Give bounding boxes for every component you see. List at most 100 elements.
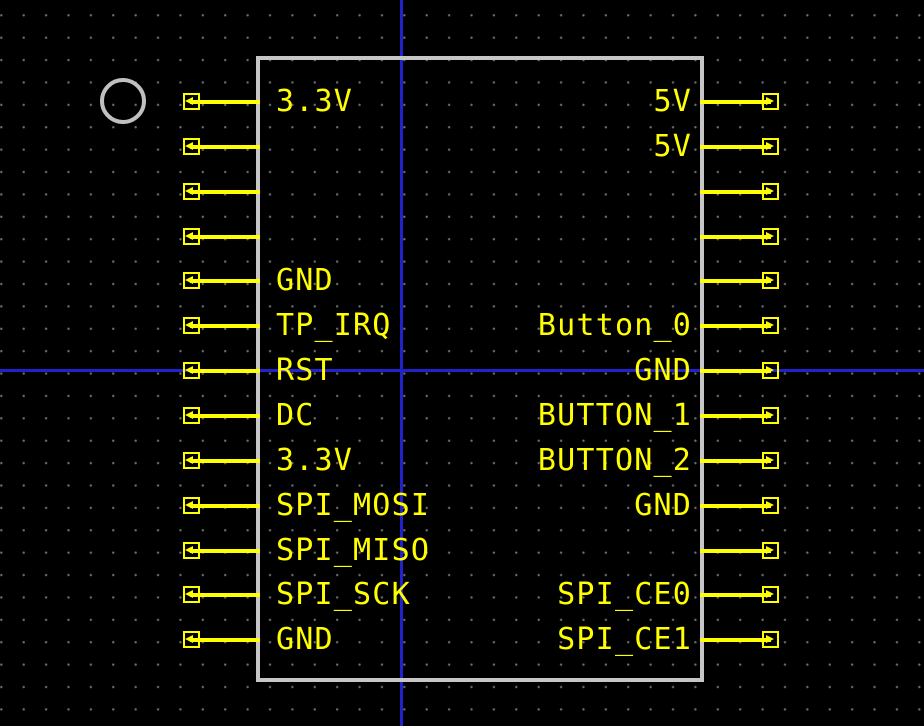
circle-marker[interactable] [100,78,146,124]
pin-label[interactable]: RST [276,353,334,388]
pin-arrow-right-icon [766,456,774,464]
pin-endpoint-icon[interactable] [762,272,779,289]
pin-label[interactable]: GND [634,353,692,388]
pin-label[interactable]: GND [276,622,334,657]
origin-crosshair-horizontal [0,369,924,372]
pin-label[interactable]: SPI_CE0 [557,577,692,612]
pin-endpoint-icon[interactable] [183,272,200,289]
pin-label[interactable]: 3.3V [276,443,354,478]
pin-wire[interactable] [700,369,771,373]
pin-wire[interactable] [190,638,260,642]
pin-wire[interactable] [190,414,260,418]
pin-wire[interactable] [190,145,260,149]
pin-endpoint-icon[interactable] [183,497,200,514]
pin-wire[interactable] [700,145,771,149]
pin-endpoint-icon[interactable] [762,183,779,200]
pin-arrow-right-icon [766,411,774,419]
pin-arrow-right-icon [766,97,774,105]
pin-arrow-right-icon [766,590,774,598]
pin-endpoint-icon[interactable] [183,138,200,155]
pin-label[interactable]: BUTTON_1 [537,398,692,433]
pin-arrow-right-icon [766,321,774,329]
pin-wire[interactable] [190,190,260,194]
pin-arrow-left-icon [185,187,193,195]
pin-wire[interactable] [190,279,260,283]
pin-arrow-right-icon [766,142,774,150]
pin-arrow-right-icon [766,635,774,643]
pin-endpoint-icon[interactable] [183,631,200,648]
pin-wire[interactable] [190,593,260,597]
pin-label[interactable]: 3.3V [276,84,354,119]
pin-endpoint-icon[interactable] [762,93,779,110]
pin-arrow-left-icon [185,321,193,329]
pin-wire[interactable] [190,100,260,104]
pin-wire[interactable] [700,414,771,418]
pin-arrow-left-icon [185,232,193,240]
pin-arrow-right-icon [766,276,774,284]
origin-crosshair-vertical [400,0,403,726]
pin-endpoint-icon[interactable] [762,362,779,379]
pin-arrow-left-icon [185,411,193,419]
pin-endpoint-icon[interactable] [183,228,200,245]
pin-label[interactable]: 5V [653,84,692,119]
pin-endpoint-icon[interactable] [762,138,779,155]
pin-label[interactable]: DC [276,398,315,433]
pin-arrow-right-icon [766,366,774,374]
pin-wire[interactable] [700,549,771,553]
pin-endpoint-icon[interactable] [762,228,779,245]
pin-wire[interactable] [700,279,771,283]
pin-endpoint-icon[interactable] [183,452,200,469]
pin-arrow-right-icon [766,232,774,240]
pin-arrow-left-icon [185,366,193,374]
pin-endpoint-icon[interactable] [183,407,200,424]
pin-endpoint-icon[interactable] [762,586,779,603]
pin-arrow-left-icon [185,635,193,643]
pin-wire[interactable] [700,324,771,328]
pin-label[interactable]: SPI_MOSI [276,488,431,523]
pin-wire[interactable] [700,235,771,239]
pin-label[interactable]: SPI_SCK [276,577,411,612]
pin-label[interactable]: TP_IRQ [276,308,392,343]
pin-arrow-right-icon [766,546,774,554]
pin-label[interactable]: Button_0 [537,308,692,343]
pin-endpoint-icon[interactable] [183,93,200,110]
pin-wire[interactable] [700,638,771,642]
pin-label[interactable]: 5V [653,129,692,164]
pin-label[interactable]: SPI_CE1 [557,622,692,657]
pin-label[interactable]: GND [276,263,334,298]
pin-arrow-right-icon [766,187,774,195]
pin-wire[interactable] [700,190,771,194]
pin-label[interactable]: SPI_MISO [276,533,431,568]
pin-endpoint-icon[interactable] [183,586,200,603]
pin-arrow-left-icon [185,590,193,598]
pin-endpoint-icon[interactable] [762,497,779,514]
pin-endpoint-icon[interactable] [762,631,779,648]
pin-arrow-right-icon [766,501,774,509]
pin-wire[interactable] [190,324,260,328]
pin-endpoint-icon[interactable] [762,317,779,334]
pin-endpoint-icon[interactable] [183,542,200,559]
pin-wire[interactable] [700,459,771,463]
pin-arrow-left-icon [185,97,193,105]
pin-endpoint-icon[interactable] [183,317,200,334]
pin-arrow-left-icon [185,501,193,509]
pin-endpoint-icon[interactable] [762,407,779,424]
pin-wire[interactable] [190,459,260,463]
pin-wire[interactable] [700,504,771,508]
pin-arrow-left-icon [185,142,193,150]
pin-wire[interactable] [190,235,260,239]
pin-endpoint-icon[interactable] [183,183,200,200]
pin-endpoint-icon[interactable] [183,362,200,379]
pin-wire[interactable] [700,593,771,597]
pin-wire[interactable] [190,504,260,508]
pin-arrow-left-icon [185,276,193,284]
pin-wire[interactable] [190,369,260,373]
pin-endpoint-icon[interactable] [762,452,779,469]
pin-arrow-left-icon [185,546,193,554]
pin-label[interactable]: BUTTON_2 [537,443,692,478]
pin-label[interactable]: GND [634,488,692,523]
pin-endpoint-icon[interactable] [762,542,779,559]
pin-wire[interactable] [190,549,260,553]
pin-wire[interactable] [700,100,771,104]
